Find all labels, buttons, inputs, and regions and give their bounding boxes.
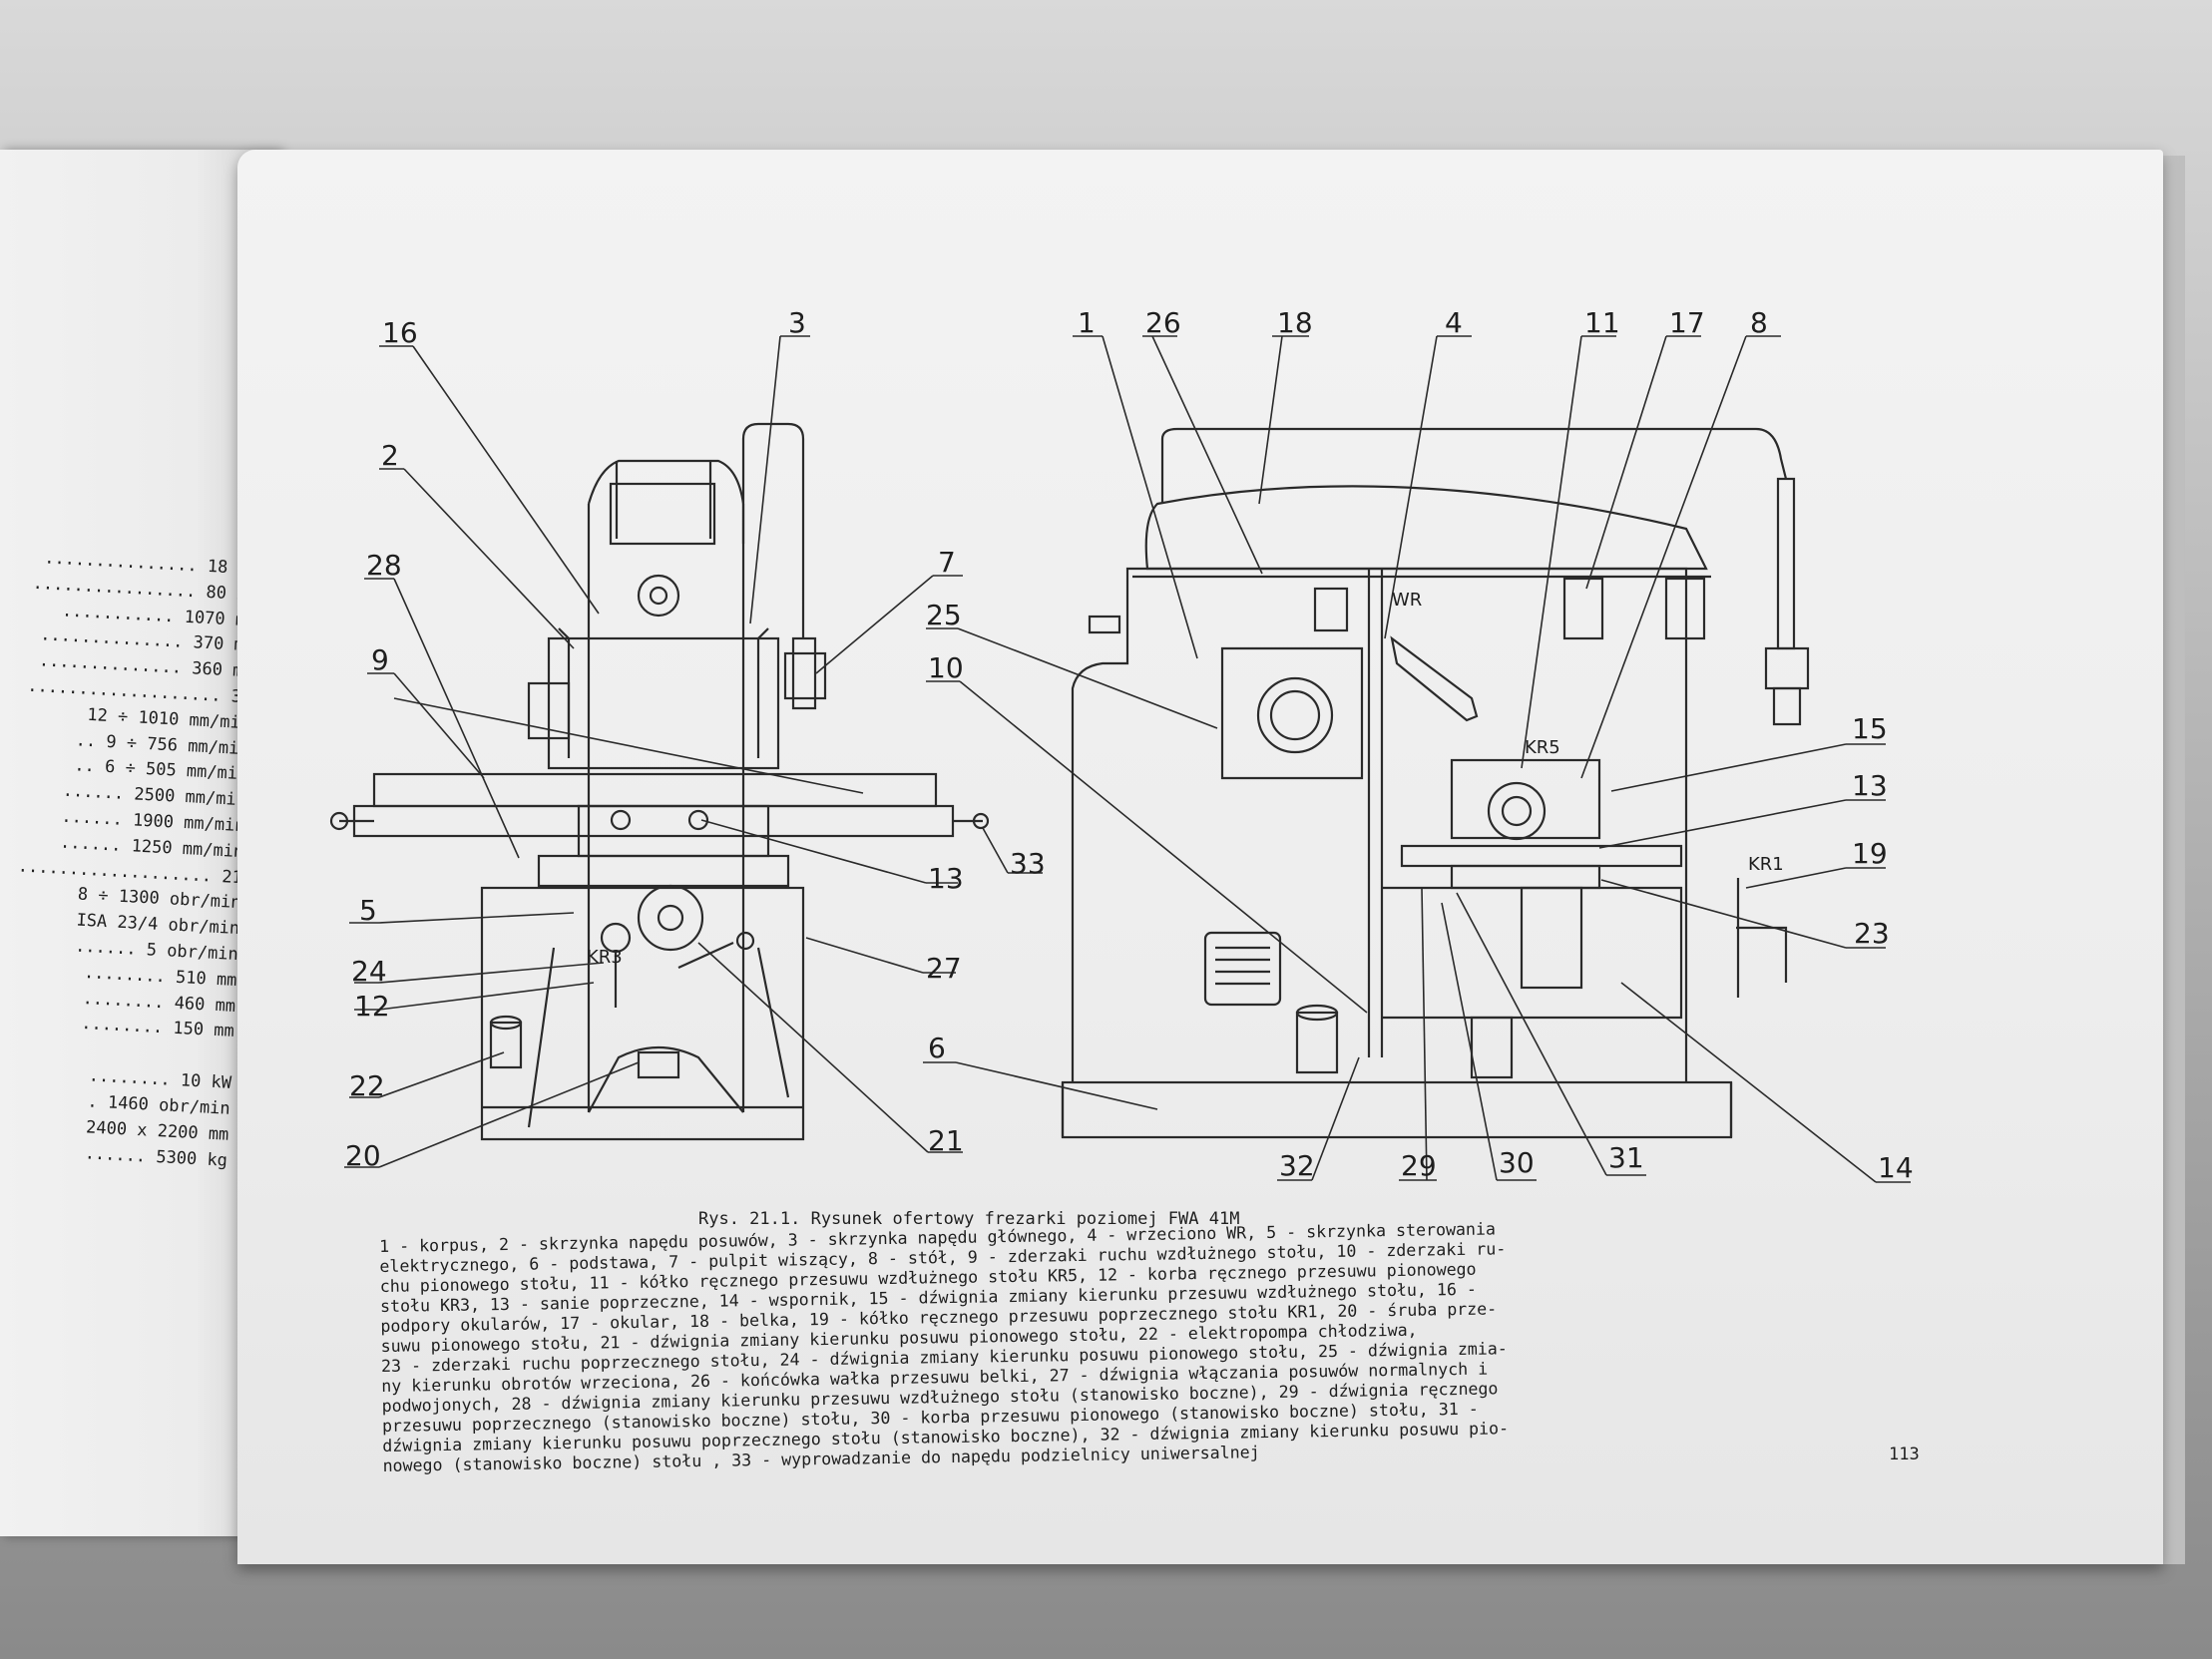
label-2: 2 [381,439,399,472]
label-wr: WR [1392,590,1422,611]
label-29: 29 [1401,1149,1437,1182]
label-22: 22 [349,1069,385,1102]
label-16: 16 [382,316,418,349]
label-25: 25 [926,599,962,631]
page-number: 113 [1889,1445,1920,1464]
label-9: 9 [371,643,389,676]
label-24: 24 [351,955,387,988]
left-page: ............... 18 mm................ 80… [0,150,279,1536]
label-6: 6 [928,1032,946,1064]
side-body [1071,567,1688,1082]
label-18: 18 [1277,306,1313,339]
label-8: 8 [1750,306,1768,339]
label-5: 5 [359,894,377,927]
label-kr3: KR3 [587,947,623,968]
label-20: 20 [345,1139,381,1172]
front-head [609,482,716,546]
label-15: 15 [1852,712,1888,745]
leader-lines [344,335,1911,1183]
part-labels: 16 3 2 28 9 7 13 33 5 27 24 12 22 20 21 … [345,306,1914,1184]
side-overarm [1144,485,1708,571]
side-vent [1203,931,1282,1007]
label-11: 11 [1584,306,1620,339]
side-pendant-rod [1776,477,1796,650]
front-pendant-rod [791,636,817,710]
label-3: 3 [788,306,806,339]
label-27: 27 [926,952,962,985]
front-column [587,504,745,1112]
label-14: 14 [1878,1151,1914,1184]
front-handwheel [637,884,704,952]
label-7: 7 [938,546,956,579]
label-26: 26 [1145,306,1181,339]
label-28: 28 [366,549,402,582]
label-12: 12 [354,990,390,1023]
label-23: 23 [1854,917,1890,950]
label-4: 4 [1445,306,1463,339]
label-13-left: 13 [928,862,964,895]
label-10: 10 [928,651,964,684]
label-31: 31 [1608,1141,1644,1174]
label-13-right: 13 [1852,769,1888,802]
front-base [480,886,805,1141]
label-21: 21 [928,1124,964,1157]
label-kr5: KR5 [1525,737,1560,758]
label-32: 32 [1279,1149,1315,1182]
side-base [1061,1080,1733,1139]
label-1: 1 [1078,306,1096,339]
label-19: 19 [1852,837,1888,870]
label-33: 33 [1010,847,1046,880]
label-17: 17 [1669,306,1705,339]
label-kr1: KR1 [1748,854,1784,875]
figure-legend: 1 - korpus, 2 - skrzynka napędu posuwów,… [379,1217,1680,1476]
figure-title: Rys. 21.1. Rysunek ofertowy frezarki poz… [698,1209,1240,1229]
front-view [329,422,990,1141]
side-view [1061,427,1810,1139]
label-30: 30 [1499,1146,1535,1179]
